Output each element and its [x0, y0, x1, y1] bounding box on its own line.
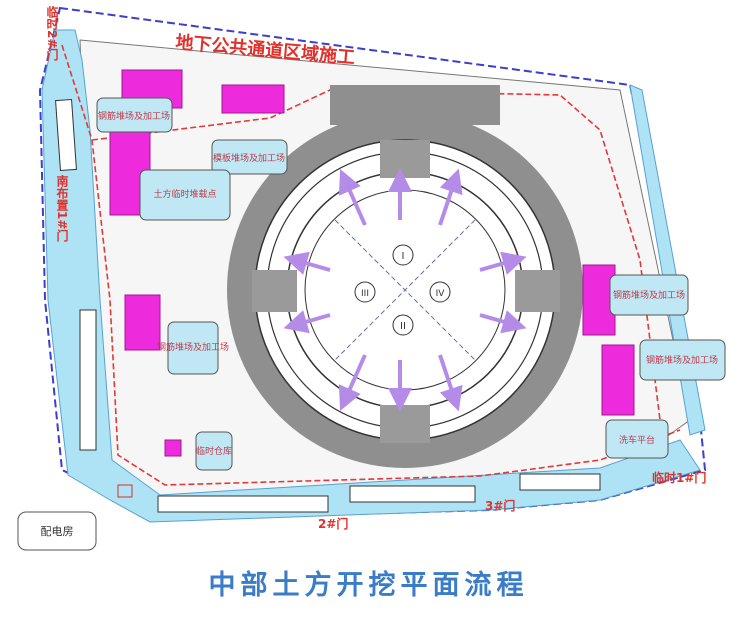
flow-arrow: [338, 354, 367, 411]
gate-side-1: 南布置1#门: [55, 174, 69, 242]
callout-box: [609, 274, 689, 316]
zone-4-label: IV: [436, 289, 446, 299]
callout-box: [639, 339, 726, 381]
flow-arrow: [283, 310, 331, 334]
callout-box: [139, 169, 231, 221]
caption: 中部土方开挖平面流程: [208, 570, 529, 601]
zone-3-label: III: [361, 289, 369, 299]
callout-box: [167, 321, 219, 375]
transport-route: [61, 44, 681, 486]
flow-arrow: [479, 251, 527, 275]
gate-temp-1: 临时1#门: [652, 470, 706, 485]
pad-west: [252, 270, 297, 312]
callouts: 钢筋堆场及加工场 模板堆场及加工场 土方临时堆载点 钢筋堆场及加工场 临时仓库 …: [17, 97, 726, 551]
divider-2: [334, 219, 476, 361]
zone-1-label: I: [402, 251, 405, 262]
pad-east: [515, 270, 560, 312]
callout-earth-loading: 土方临时堆载点: [153, 188, 216, 200]
storage-yard: [164, 439, 182, 457]
site-offices: [55, 98, 601, 513]
zone-2-marker: [392, 314, 414, 336]
callout-box: [211, 139, 288, 175]
gate-temp-2: 临时2#门: [45, 5, 59, 61]
office-block: [55, 98, 77, 172]
office-block: [157, 495, 329, 513]
power-room-marker: [117, 484, 133, 498]
zone-3-marker: [354, 281, 376, 303]
pad-north: [380, 140, 430, 178]
callout-rebar-mid-left: 钢筋堆场及加工场: [157, 341, 229, 353]
zone-2-label: II: [400, 321, 406, 332]
storage-yard: [221, 84, 285, 114]
gate-3: 3#门: [485, 498, 515, 513]
zone-4-marker: [429, 281, 451, 303]
callout-box: [195, 431, 233, 471]
ring-road-top-access: [330, 85, 500, 125]
flow-arrow: [283, 251, 331, 275]
callout-template-top: 模板堆场及加工场: [213, 152, 285, 164]
flow-arrow: [438, 354, 463, 412]
callout-box: [96, 97, 173, 133]
gate-2: 2#门: [318, 516, 348, 531]
callout-rebar-top-left: 钢筋堆场及加工场: [98, 110, 170, 122]
callout-power-room: 配电房: [41, 525, 74, 538]
callout-temp-storage: 临时仓库: [196, 445, 232, 457]
excavation-flow-arrows: [283, 168, 527, 412]
callout-box: [17, 511, 97, 551]
site-road: [41, 29, 701, 523]
site-plan-drawing: I II III IV 钢筋堆场及加工场 模板堆场及加工: [17, 5, 726, 551]
pad-south: [380, 405, 430, 443]
office-block: [519, 473, 601, 491]
flow-arrow: [338, 169, 367, 226]
callout-rebar-right-upper: 钢筋堆场及加工场: [613, 289, 685, 301]
flow-arrow: [479, 310, 527, 334]
storage-yard: [601, 344, 635, 416]
callout-rebar-right-lower: 钢筋堆场及加工场: [646, 354, 718, 366]
office-block: [79, 309, 97, 451]
storage-yard: [124, 294, 161, 351]
callout-box: [605, 419, 669, 459]
office-block: [349, 485, 476, 503]
flow-arrow: [438, 168, 463, 226]
callout-washing: 洗车平台: [619, 434, 655, 446]
zone-1-marker: [392, 244, 414, 266]
